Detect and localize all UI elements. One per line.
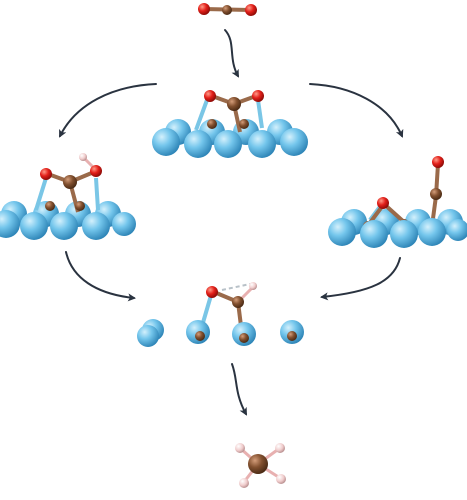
oxygen-atom [377, 197, 389, 209]
carboxyl-intermediate [0, 153, 136, 240]
oxygen-atom [206, 286, 218, 298]
adsorbed-co2 [152, 90, 308, 158]
oxygen-bound-intermediate [137, 282, 304, 347]
carbon-atom [227, 97, 241, 111]
oxygen-atom [432, 156, 444, 168]
carbon-atom [430, 188, 442, 200]
methane-product [235, 443, 286, 488]
arrow-left-branch [59, 83, 157, 138]
arrow-right-merge [320, 257, 401, 301]
oxygen-atom [245, 4, 257, 16]
hydrogen-atom [79, 153, 87, 161]
gas-phase-co2 [198, 3, 257, 16]
hydrogen-atom [235, 443, 245, 453]
hydrogen-atom [276, 474, 286, 484]
co-and-o-intermediate [328, 156, 467, 248]
arrow-right-branch [309, 83, 404, 138]
arrow-co2-adsorption [224, 29, 239, 78]
carbon-atom [63, 175, 77, 189]
hydrogen-atom [239, 478, 249, 488]
oxygen-atom [198, 3, 210, 15]
arrow-to-methane [231, 363, 247, 416]
oxygen-atom [252, 90, 264, 102]
oxygen-atom [90, 165, 102, 177]
oxygen-atom [40, 168, 52, 180]
carbon-atom [222, 5, 232, 15]
hydrogen-atom [249, 282, 257, 290]
carbon-atom [248, 454, 268, 474]
hydrogen-atom [275, 443, 285, 453]
carbon-atom [232, 296, 244, 308]
oxygen-atom [204, 90, 216, 102]
arrow-left-merge [65, 251, 136, 302]
